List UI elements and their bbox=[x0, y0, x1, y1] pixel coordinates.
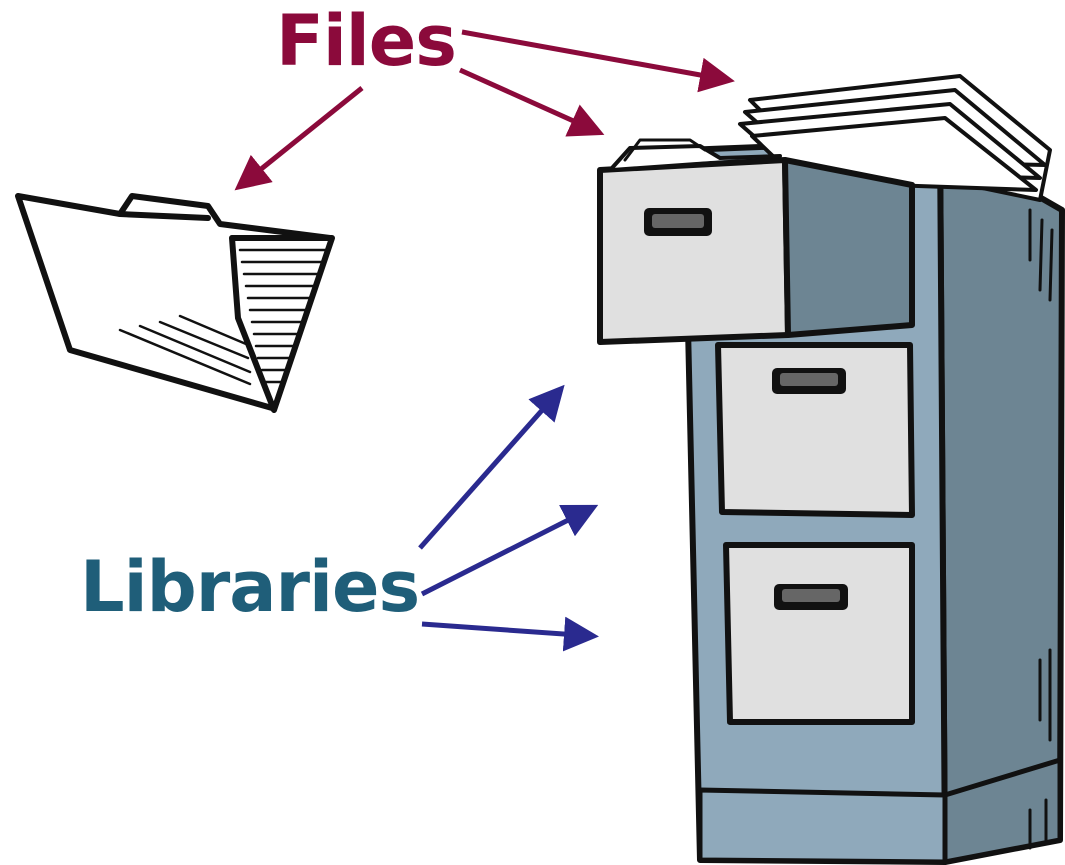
files-arrow-to-folder bbox=[240, 88, 362, 186]
filing-cabinet-icon bbox=[600, 76, 1062, 862]
libraries-arrows bbox=[420, 390, 592, 636]
libraries-arrow-middle bbox=[422, 508, 592, 594]
libraries-arrow-top bbox=[420, 390, 560, 548]
open-folder-icon bbox=[18, 196, 332, 410]
files-arrow-to-drawer bbox=[460, 70, 598, 132]
libraries-arrow-bottom bbox=[422, 624, 592, 636]
files-arrow-to-cabinet-top bbox=[462, 32, 728, 80]
